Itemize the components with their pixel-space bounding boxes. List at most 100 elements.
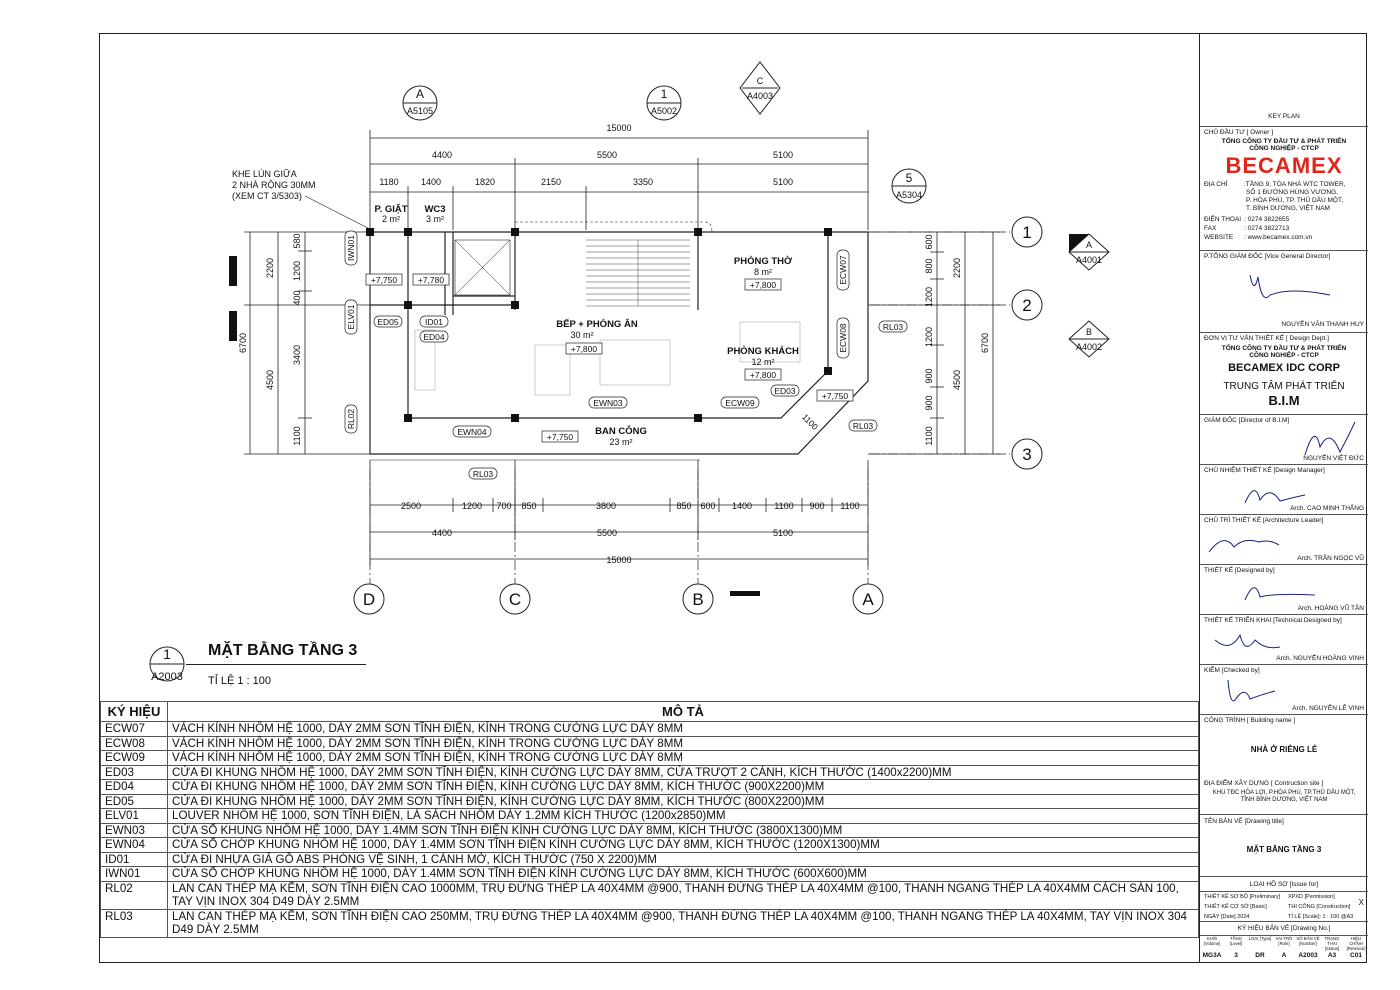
dim-left-inner-0: 580 [292,233,302,248]
drawno-head: LOẠI [Type] [1248,936,1272,941]
tech-section: THIẾT KẾ TRIỂN KHAI [Technical Designed … [1200,614,1368,664]
dim-top-mid-0: 4400 [432,150,452,160]
drawno-value: DR [1255,952,1265,959]
tag-ewn03: EWN03 [593,398,623,408]
drawno-head: KHỐI [Volume] [1203,936,1221,946]
legend-code: ECW09 [100,750,168,766]
dim-right-total: 6700 [980,333,990,353]
manager-section: CHỦ NHIỆM THIẾT KẾ [Design Manager] Arch… [1200,464,1368,514]
callout-1-top: 1 [661,87,668,101]
site-line-0: KHU TĐC HÒA LỢI, P.HÒA PHÚ, TP.THỦ DẦU M… [1212,790,1356,796]
dim-top-mid-1: 5500 [597,150,617,160]
title-underline [186,664,366,665]
legend-code: RL03 [100,908,168,938]
dim-bot-mid-2: 5100 [773,528,793,538]
dim-right-inner-1: 800 [924,258,934,273]
level-3: +7,800 [750,280,777,290]
dim-right-inner-0: 600 [924,234,934,249]
issue-mark: X [1358,898,1364,907]
legend-desc: CỬA SỔ CHỚP KHUNG NHÔM HỆ 1000, DÀY 1.4M… [167,837,1199,853]
dim-top-fine-0: 1180 [379,177,398,187]
dim-bot-fine-10: 1100 [840,501,859,511]
center-line: TRUNG TÂM PHÁT TRIỂN [1223,381,1345,392]
drawno-value: A3 [1327,952,1337,959]
dim-top-fine-2: 1820 [475,177,495,187]
tag-ed03: ED03 [774,386,796,396]
dim-top-fine-5: 5100 [773,177,793,187]
callout-1-bottom: A5002 [651,106,677,116]
tag-rl03-b: RL03 [853,421,874,431]
dim-bot-fine-0: 2500 [401,501,421,511]
fax-label: FAX [1204,225,1217,232]
level-0: +7,750 [371,275,398,285]
issue-row-1-left: THIẾT KẾ CƠ SỞ [Basic] [1204,904,1267,910]
tag-ed04: ED04 [423,332,445,342]
tech-name: Arch. NGUYỄN HOÀNG VINH [1276,655,1364,662]
grid-col-C: C [509,590,521,609]
callout-5-top: B [1086,327,1092,337]
vgd-name: NGUYỄN VĂN THANH HUY [1281,321,1364,328]
dim-left-inner-3: 3400 [292,345,302,365]
dim-bot-fine-9: 900 [809,501,824,511]
site-section: ĐỊA ĐIỂM XÂY DỰNG [ Contruction site ] K… [1200,778,1368,815]
drawno-heads: KHỐI [Volume] TẦNG [Level] LOẠI [Type] V… [1200,935,1368,951]
tag-ecw07: ECW07 [838,255,848,285]
callout-0-top: A [416,87,424,101]
level-1: +7,780 [418,275,445,285]
legend-code: ED05 [100,793,168,809]
dim-bot-fine-8: 1100 [774,501,793,511]
drawing-sheet-border [99,33,1367,963]
legend-code: ECW08 [100,735,168,751]
center-bim: B.I.M [1268,393,1300,408]
check-label: KIỂM [Checked by] [1204,667,1260,674]
dim-top-fine-3: 2150 [541,177,561,187]
owner-label: CHỦ ĐẦU TƯ [ Owner ] [1204,129,1273,136]
room-name-bep: BẾP + PHÒNG ĂN [556,318,638,330]
note-line-1: 2 NHÀ RỘNG 30MM [232,180,316,190]
key-plan-label: KEY PLAN [1268,113,1300,120]
drawno-value: A2003 [1298,952,1318,959]
callout-2-top: C [757,76,764,86]
legend-desc: VÁCH KÍNH NHÔM HỆ 1000, DÀY 2MM SƠN TĨNH… [167,750,1199,766]
dim-bot-total: 15000 [606,555,631,565]
issue-row-2-left: NGÀY [Date] 2024 [1204,914,1250,920]
room-area-wc3: 3 m² [426,214,444,224]
dim-top-total: 15000 [606,123,631,133]
drawno-values: MG3A 3 DR A A2003 A3 C01 [1200,952,1368,959]
grid-row-1: 1 [1022,223,1031,242]
legend-code: IWN01 [100,866,168,882]
building-label: CÔNG TRÌNH [ Building name ] [1204,717,1296,724]
drawno-value: A [1281,952,1287,959]
dim-bot-mid-0: 4400 [432,528,452,538]
legend-desc: CỬA ĐI KHUNG NHÔM HỆ 1000, DÀY 2MM SƠN T… [167,779,1199,795]
tech-label: THIẾT KẾ TRIỂN KHAI [Technical Designed … [1204,617,1342,624]
room-area-giat: 2 m² [382,214,400,224]
grid-col-A: A [862,590,874,609]
address-line-1: SỐ 1 ĐƯỜNG HÙNG VƯƠNG, [1246,189,1338,196]
dim-left-inner-4: 1100 [292,426,302,445]
address-line-0: :TẦNG 9, TÒA NHÀ WTC TOWER, [1244,181,1346,188]
dim-right-outer-1: 4500 [952,370,962,390]
website-value: : www.becamex.com.vn [1244,234,1313,241]
tag-elv01: ELV01 [346,304,356,329]
phone-label: ĐIỆN THOẠI [1204,216,1242,223]
consult-corp: BECAMEX IDC CORP [1228,362,1340,374]
tag-rl03-c: RL03 [473,469,494,479]
issue-row-0-right: XPXD [Permission] [1288,894,1335,900]
callout-4-top: A [1086,240,1092,250]
signature-icon [1208,539,1280,553]
dim-top-mid-2: 5100 [773,150,793,160]
legend-head-desc: MÔ TẢ [167,701,1199,722]
drawno-label: KÝ HIỆU BẢN VẼ [Drawing No.] [1237,925,1331,932]
room-name-tho: PHÒNG THỜ [734,255,793,267]
website-label: WEBSITE [1204,234,1234,241]
dim-bot-fine-6: 600 [700,501,715,511]
building-section: CÔNG TRÌNH [ Building name ] NHÀ Ở RIÊNG… [1200,714,1368,770]
fax-value: : 0274 3822713 [1244,225,1290,232]
